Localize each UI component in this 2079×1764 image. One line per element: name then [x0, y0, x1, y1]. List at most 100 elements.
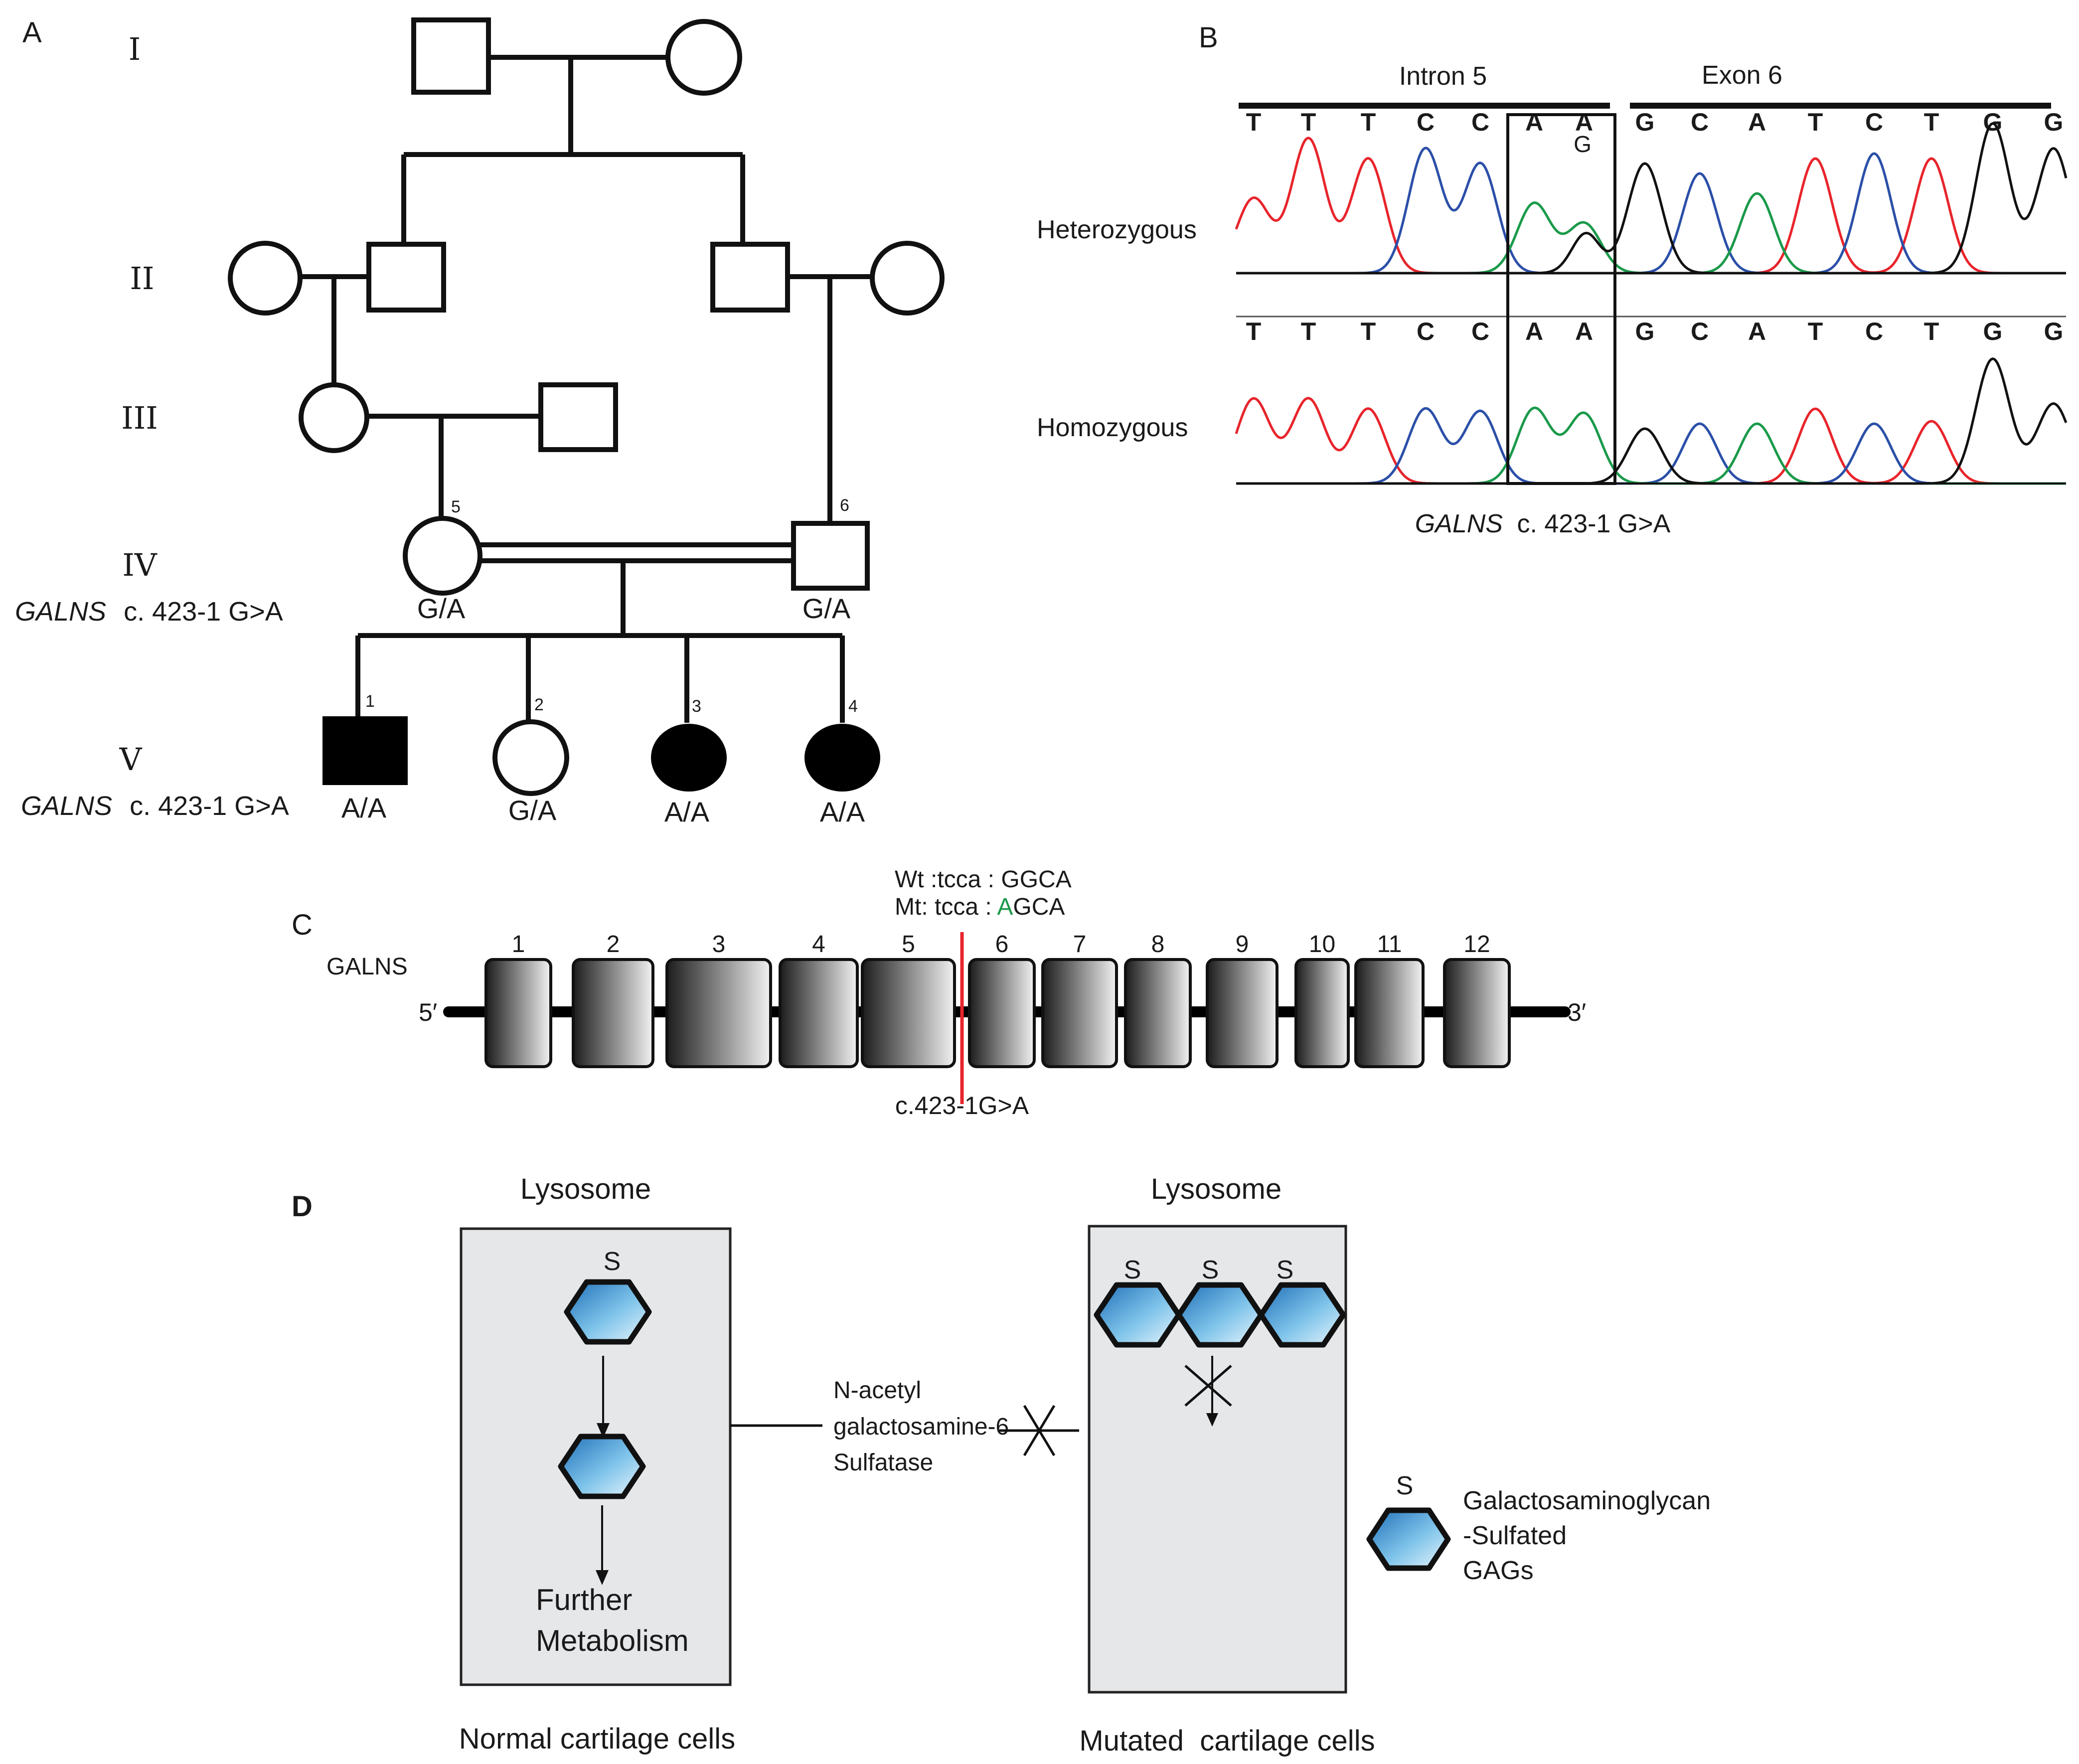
panel-b-label: B: [1199, 21, 1218, 54]
exon-10-block: [1294, 958, 1350, 1068]
exon-3-label: 3: [712, 931, 726, 958]
base-call-T: T: [1924, 318, 1939, 345]
exon-8-label: 8: [1151, 931, 1165, 958]
mutation-highlight-box: [1506, 113, 1616, 485]
panel-c-label: C: [292, 909, 313, 941]
generation-label-ii: II: [130, 260, 155, 297]
further-metabolism-line2: Metabolism: [536, 1624, 689, 1657]
trace-line: [1235, 397, 2066, 485]
exon-3-block: [665, 958, 772, 1068]
further-metabolism-line1: Further: [536, 1583, 632, 1616]
accumulated-gag-hexagon-2: [1176, 1282, 1264, 1348]
individual-number-1: 1: [365, 692, 375, 711]
exon-5-block: [861, 958, 956, 1068]
legend-line1: Galactosaminoglycan: [1463, 1486, 1711, 1515]
base-call-T: T: [1361, 108, 1376, 136]
exon-11-block: [1354, 958, 1425, 1068]
base-call-G: G: [2044, 318, 2064, 345]
variant-gene: GALNS: [15, 597, 106, 627]
caption-normal-cells: Normal cartilage cells: [459, 1723, 735, 1755]
exon-12-block: [1443, 958, 1511, 1068]
exon-10-label: 10: [1309, 931, 1335, 958]
individual-number-6: 6: [840, 496, 849, 515]
panel-c-gene-map: C GALNS Wt :tcca : GGCA Mt: tcca : AGCA …: [292, 866, 1586, 1120]
base-call-T: T: [1246, 318, 1262, 345]
intron-label: Intron 5: [1399, 62, 1487, 91]
accumulated-gag-hexagon-1: [1094, 1282, 1182, 1348]
genotype-v2: G/A: [508, 795, 557, 826]
individual-number-2: 2: [534, 695, 544, 714]
base-call-T: T: [1361, 318, 1376, 345]
panel-a-label: A: [22, 16, 42, 49]
trace-line: [1236, 357, 2068, 485]
enzyme-name-line3: Sulfatase: [833, 1449, 933, 1476]
generation-label-iii: III: [121, 400, 158, 436]
trace-line: [1236, 122, 2068, 275]
exon-label: Exon 6: [1702, 61, 1782, 90]
panel-d-label: D: [292, 1190, 313, 1223]
base-call-A: A: [1748, 318, 1766, 345]
legend-gag-hexagon: [1366, 1507, 1451, 1571]
mt-suffix: GCA: [1013, 894, 1065, 920]
exon-11-label: 11: [1377, 931, 1402, 958]
generation-label-iv: IV: [122, 547, 157, 583]
exon-7-block: [1041, 958, 1118, 1068]
base-call-G: G: [2044, 108, 2064, 136]
exon-4-label: 4: [812, 931, 825, 958]
pedigree-male-v1-affected: [322, 716, 408, 785]
base-call-G: G: [1635, 318, 1655, 345]
base-call-A: A: [1748, 108, 1766, 136]
pedigree-lines: [299, 55, 872, 725]
caption-gene: GALNS: [1415, 509, 1503, 538]
sulfated-gag-hexagon-normal: [564, 1279, 652, 1345]
sulfate-label-mutated-3: S: [1277, 1256, 1294, 1284]
genotype-v3: A/A: [664, 796, 710, 827]
base-call-T: T: [1924, 108, 1939, 136]
individual-number-5: 5: [451, 497, 461, 516]
base-call-C: C: [1471, 108, 1489, 136]
pedigree-female-i2: [665, 19, 742, 96]
pedigree-male-i1: [411, 17, 491, 95]
enzyme-name-line2: galactosamine-6: [833, 1414, 1009, 1440]
pedigree-female-iv5-carrier: [403, 516, 482, 596]
base-call-C: C: [1471, 318, 1489, 345]
five-prime-label: 5′: [419, 998, 437, 1026]
genotype-iv6: G/A: [802, 593, 851, 624]
heterozygous-trace: [1235, 122, 2068, 275]
base-call-A: A: [1575, 108, 1593, 136]
exon-1-label: 1: [512, 931, 525, 958]
variant-gene: GALNS: [21, 791, 112, 821]
pedigree-male-ii3: [710, 242, 790, 313]
exon-9-label: 9: [1236, 931, 1249, 958]
trace-line: [1236, 192, 2066, 275]
pedigree-female-v3-affected: [651, 724, 727, 792]
base-call-T: T: [1301, 108, 1316, 136]
genotype-v4: A/A: [820, 796, 865, 827]
panel-d-pathway: D Lysosome Lysosome S Further Metabolism…: [292, 1173, 1711, 1757]
three-prime-label: 3′: [1568, 998, 1586, 1026]
homozygous-label: Homozygous: [1037, 413, 1188, 442]
exon-8-block: [1124, 958, 1192, 1068]
base-call-T: T: [1246, 108, 1262, 136]
caption-variant: c. 423-1 G>A: [1517, 509, 1670, 538]
genotype-v1: A/A: [341, 792, 387, 823]
pedigree-male-ii2: [366, 242, 446, 313]
base-call-C: C: [1691, 108, 1709, 136]
base-call-C: C: [1417, 318, 1435, 345]
panel-b-chromatogram: B Intron 5 Exon 6 Heterozygous Homozygou…: [1037, 21, 2068, 538]
het-extra-base-call: G: [1574, 131, 1592, 157]
trace-line: [1236, 406, 2066, 485]
arrowhead-2: [596, 1570, 609, 1585]
base-call-C: C: [1865, 108, 1883, 136]
base-call-C: C: [1865, 318, 1883, 345]
exon-1-block: [484, 958, 552, 1068]
heterozygous-label: Heterozygous: [1037, 215, 1197, 244]
enzyme-name-line1: N-acetyl: [833, 1377, 921, 1404]
pedigree-female-ii1: [228, 241, 303, 316]
legend-sulfate-label: S: [1396, 1471, 1414, 1500]
base-call-A: A: [1525, 108, 1543, 136]
